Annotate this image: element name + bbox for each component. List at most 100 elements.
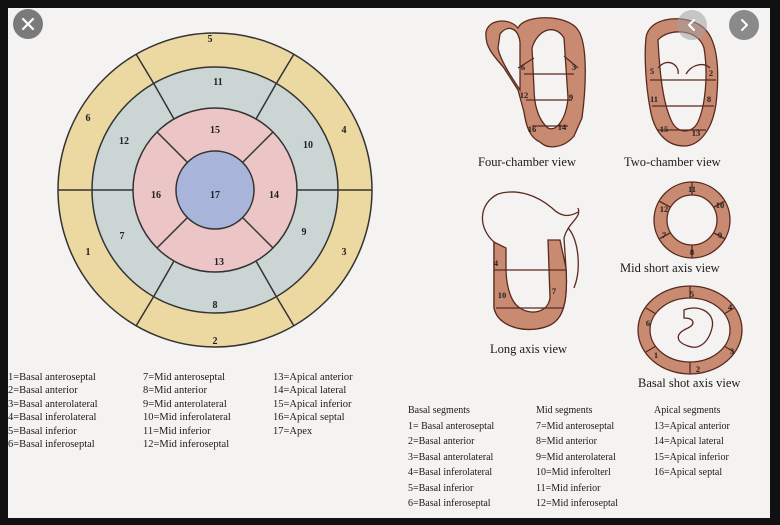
divider <box>153 260 175 297</box>
view-segment-label: 12 <box>660 204 669 214</box>
legend-left-col2: 7=Mid anteroseptal 8=Mid anterior 9=Mid … <box>143 371 231 451</box>
divider <box>242 131 274 163</box>
segment-label: 14 <box>269 190 279 201</box>
view-segment-label: 12 <box>520 90 529 100</box>
legend-item: 3=Basal anterolateral <box>8 398 98 410</box>
legend-item: 14=Apical lateral <box>654 436 724 447</box>
legend-item: 6=Basal inferoseptal <box>408 498 491 509</box>
segment-label: 7 <box>120 231 125 242</box>
legend-item: 5=Basal inferior <box>8 425 77 437</box>
segment-label: 11 <box>213 77 222 88</box>
segment-label: 2 <box>213 336 218 347</box>
view-segment-label: 5 <box>690 289 694 299</box>
apex-circle <box>175 150 255 230</box>
legend-item: 7=Mid anteroseptal <box>143 372 226 383</box>
view-segment-label: 6 <box>646 318 650 328</box>
view-segment-label: 4 <box>728 302 733 312</box>
view-segment-label: 4 <box>494 258 499 268</box>
legend-left-col1: 1=Basal anteroseptal 2=Basal anterior 3=… <box>8 371 98 451</box>
divider <box>275 53 295 85</box>
view-segment-label: 13 <box>692 128 701 138</box>
view-segment-label: 7 <box>552 286 557 296</box>
legend-left-col3: 13=Apical anterior 14=Apical lateral 15=… <box>273 371 353 438</box>
legend-item: 5=Basal inferior <box>408 482 474 494</box>
view-segment-label: 9 <box>718 230 722 240</box>
view-segment-label: 16 <box>528 124 537 134</box>
view-segment-label: 2 <box>709 68 713 78</box>
next-button[interactable] <box>729 10 759 40</box>
segment-label: 3 <box>342 247 347 258</box>
divider <box>135 53 155 85</box>
legend-item: 17=Apex <box>273 425 313 437</box>
view-segment-label: 3 <box>730 346 734 356</box>
view-segment-label: 8 <box>690 247 694 257</box>
view-segment-label: 8 <box>707 94 711 104</box>
view-segment-label: 14 <box>558 122 567 132</box>
view-segment-label: 7 <box>662 230 667 240</box>
legend-item: 10=Mid inferolterl <box>536 467 611 478</box>
divider <box>275 295 295 327</box>
segment-label: 4 <box>342 125 347 136</box>
segment-label: 8 <box>213 300 218 311</box>
segment-label: 16 <box>151 190 161 201</box>
legend-item: 6=Basal inferoseptal <box>8 438 95 450</box>
chevron-left-icon <box>688 19 695 31</box>
legend-item: 16=Apical septal <box>273 412 345 424</box>
segment-label: 5 <box>208 34 213 45</box>
legend-item: 2=Basal anterior <box>408 436 475 447</box>
long-axis-caption: Long axis view <box>490 342 568 356</box>
view-segment-label: 15 <box>660 124 669 134</box>
heart-views: 6 3 12 9 16 14 5 2 11 8 15 <box>481 17 743 375</box>
close-button[interactable] <box>13 9 43 39</box>
two-chamber-caption: Two-chamber view <box>624 155 721 169</box>
view-segment-label: 6 <box>521 62 525 72</box>
basal-short-axis-diagram <box>637 285 743 375</box>
legend-item: 3=Basal anterolateral <box>408 451 494 463</box>
segment-label: 6 <box>86 113 91 124</box>
segment-label: 13 <box>214 257 224 268</box>
long-axis-diagram <box>481 191 580 330</box>
segment-label: 1 <box>86 247 91 258</box>
divider <box>255 83 277 120</box>
divider <box>242 217 274 249</box>
segment-label: 10 <box>303 140 313 151</box>
mid-short-axis-diagram <box>653 181 731 259</box>
legend-heading: Basal segments <box>408 405 470 416</box>
view-segment-label: 11 <box>688 184 696 194</box>
view-segment-label: 11 <box>650 94 658 104</box>
four-chamber-diagram <box>485 17 586 148</box>
divider <box>156 131 188 163</box>
close-icon <box>21 17 35 31</box>
divider <box>255 260 277 297</box>
legend-heading: Mid segments <box>536 405 593 416</box>
legend-item: 10=Mid inferolateral <box>143 412 231 424</box>
basal-short-axis-caption: Basal shot axis view <box>638 376 741 390</box>
prev-button[interactable] <box>677 10 707 40</box>
figure-panel: 5 4 3 2 1 6 11 10 9 8 7 12 15 14 13 16 1… <box>8 8 770 518</box>
legend-item: 12=Mid inferoseptal <box>536 498 619 509</box>
legend-right-col3: Apical segments 13=Apical anterior 14=Ap… <box>654 403 730 481</box>
legend-item: 15=Apical inferior <box>273 398 352 410</box>
legend-item: 1= Basal anteroseptal <box>408 420 495 432</box>
divider <box>153 83 175 120</box>
legend-item: 14=Apical lateral <box>273 385 347 397</box>
view-segment-label: 3 <box>572 62 576 72</box>
two-chamber-diagram <box>644 18 719 147</box>
bullseye-diagram: 5 4 3 2 1 6 11 10 9 8 7 12 15 14 13 16 1… <box>57 32 373 348</box>
legend-item: 1=Basal anteroseptal <box>8 372 96 383</box>
legend-item: 15=Apical inferior <box>654 451 729 463</box>
divider <box>135 295 155 327</box>
legend-item: 4=Basal inferolateral <box>8 412 97 424</box>
legend-item: 7=Mid anteroseptal <box>536 420 615 432</box>
legend-right-col1: Basal segments 1= Basal anteroseptal 2=B… <box>408 403 494 512</box>
legend-item: 16=Apical septal <box>654 467 723 478</box>
legend-item: 2=Basal anterior <box>8 385 78 397</box>
legend-heading: Apical segments <box>654 405 721 416</box>
legend-item: 11=Mid inferior <box>536 482 601 494</box>
view-segment-label: 10 <box>498 290 507 300</box>
view-segment-label: 5 <box>650 66 654 76</box>
legend-item: 9=Mid anterolateral <box>143 398 227 410</box>
segment-label: 15 <box>210 125 220 136</box>
legend-right-col2: Mid segments 7=Mid anteroseptal 8=Mid an… <box>536 403 618 512</box>
